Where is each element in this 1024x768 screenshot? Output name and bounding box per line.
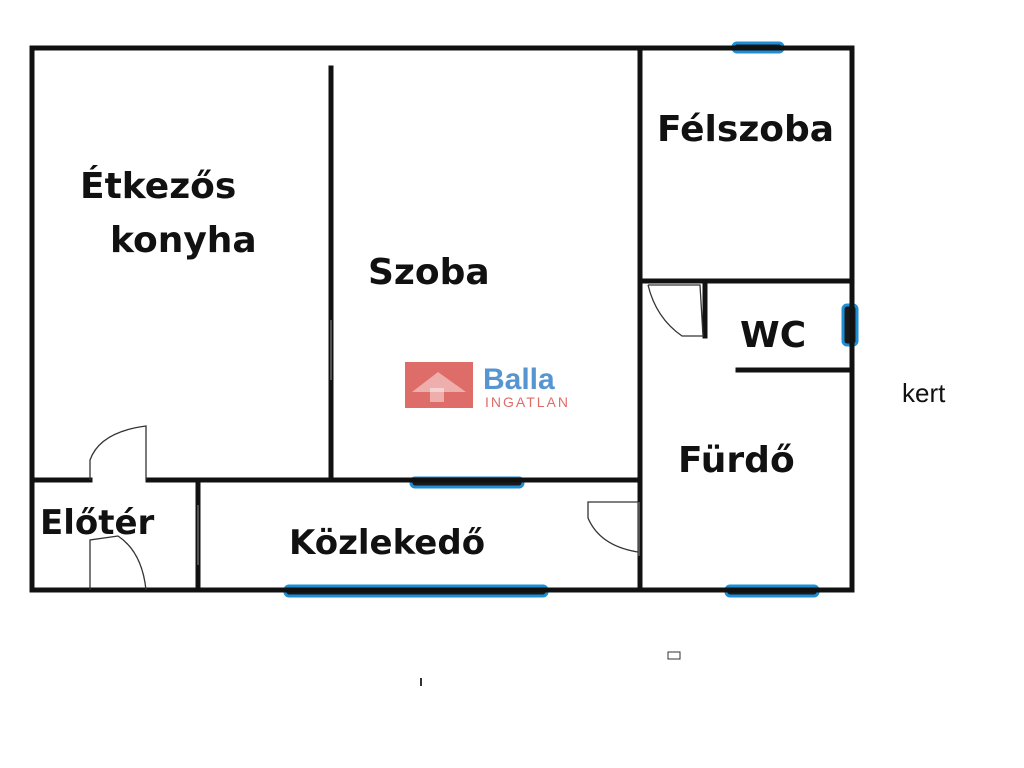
logo-sub: INGATLAN bbox=[485, 394, 570, 410]
logo-house-icon bbox=[405, 362, 473, 408]
logo-brand: Balla bbox=[483, 363, 555, 396]
label-kozlekedo: Közlekedő bbox=[289, 523, 485, 563]
label-szoba: Szoba bbox=[368, 252, 490, 293]
label-felszoba: Félszoba bbox=[657, 109, 834, 150]
label-furdo: Fürdő bbox=[678, 440, 795, 481]
label-wc: WC bbox=[740, 315, 806, 356]
walls bbox=[29, 45, 855, 593]
door-felszoba bbox=[647, 284, 704, 337]
doors bbox=[89, 284, 704, 591]
door-entrance bbox=[89, 535, 147, 591]
label-kitchen-line1: Étkezős bbox=[80, 165, 236, 207]
watermark-logo: Balla INGATLAN bbox=[405, 362, 570, 410]
label-kitchen-line2: konyha bbox=[110, 220, 257, 261]
door-furdo bbox=[587, 501, 639, 553]
door-kitchen bbox=[89, 425, 147, 480]
label-eloter: Előtér bbox=[40, 503, 155, 543]
label-kert: kert bbox=[902, 378, 946, 408]
stray-mark bbox=[667, 651, 681, 660]
thin-walls bbox=[197, 320, 640, 565]
